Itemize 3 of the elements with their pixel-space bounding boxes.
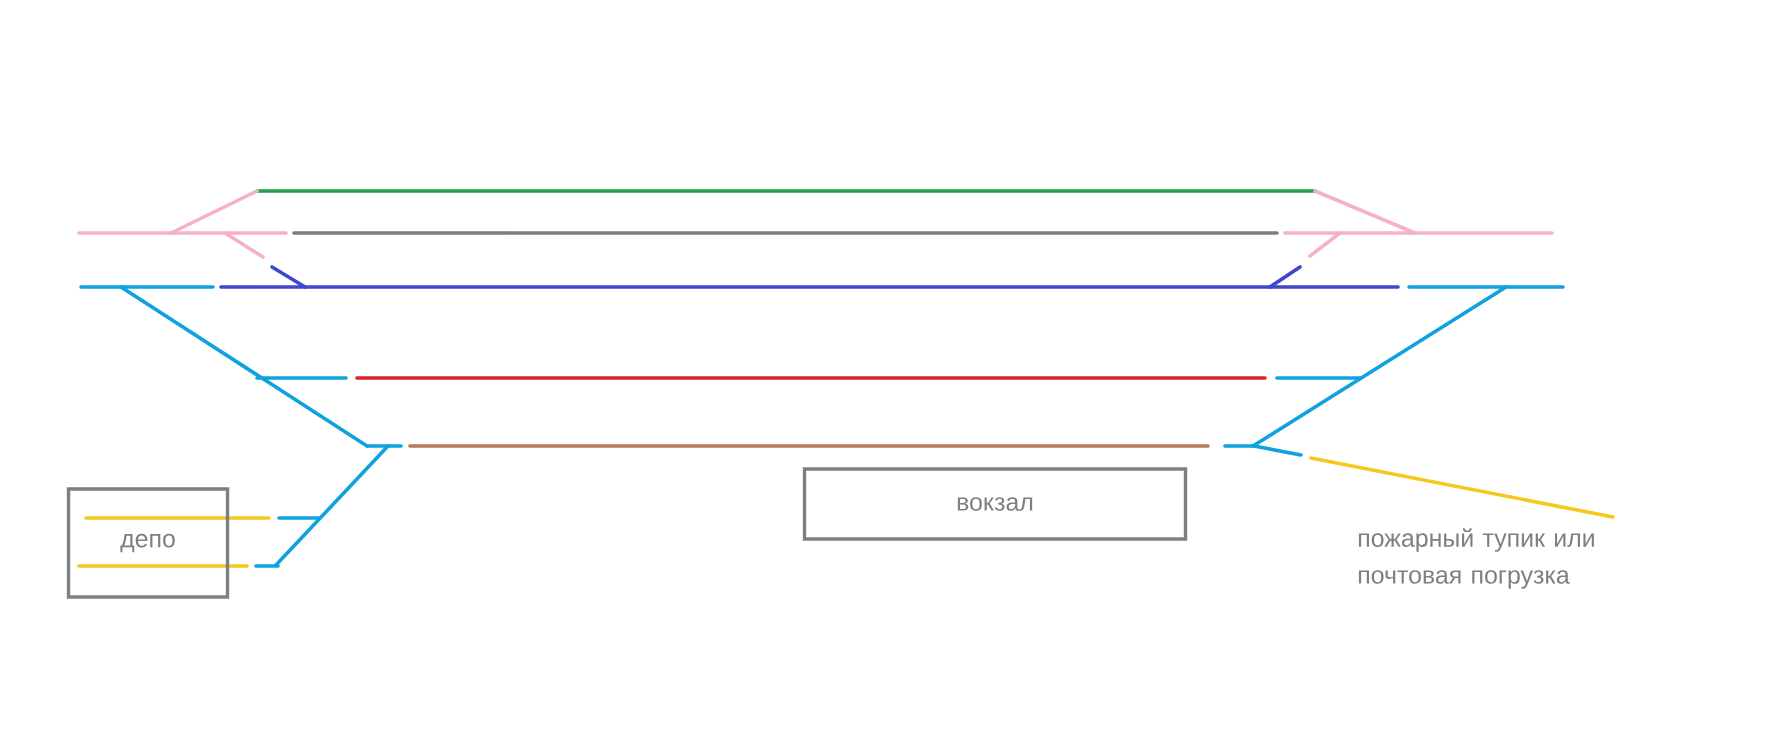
track-note: пожарный тупик или почтовая погрузка: [1358, 528, 1594, 589]
building-box: депо: [66, 487, 230, 599]
building-box: вокзал: [802, 467, 1188, 541]
